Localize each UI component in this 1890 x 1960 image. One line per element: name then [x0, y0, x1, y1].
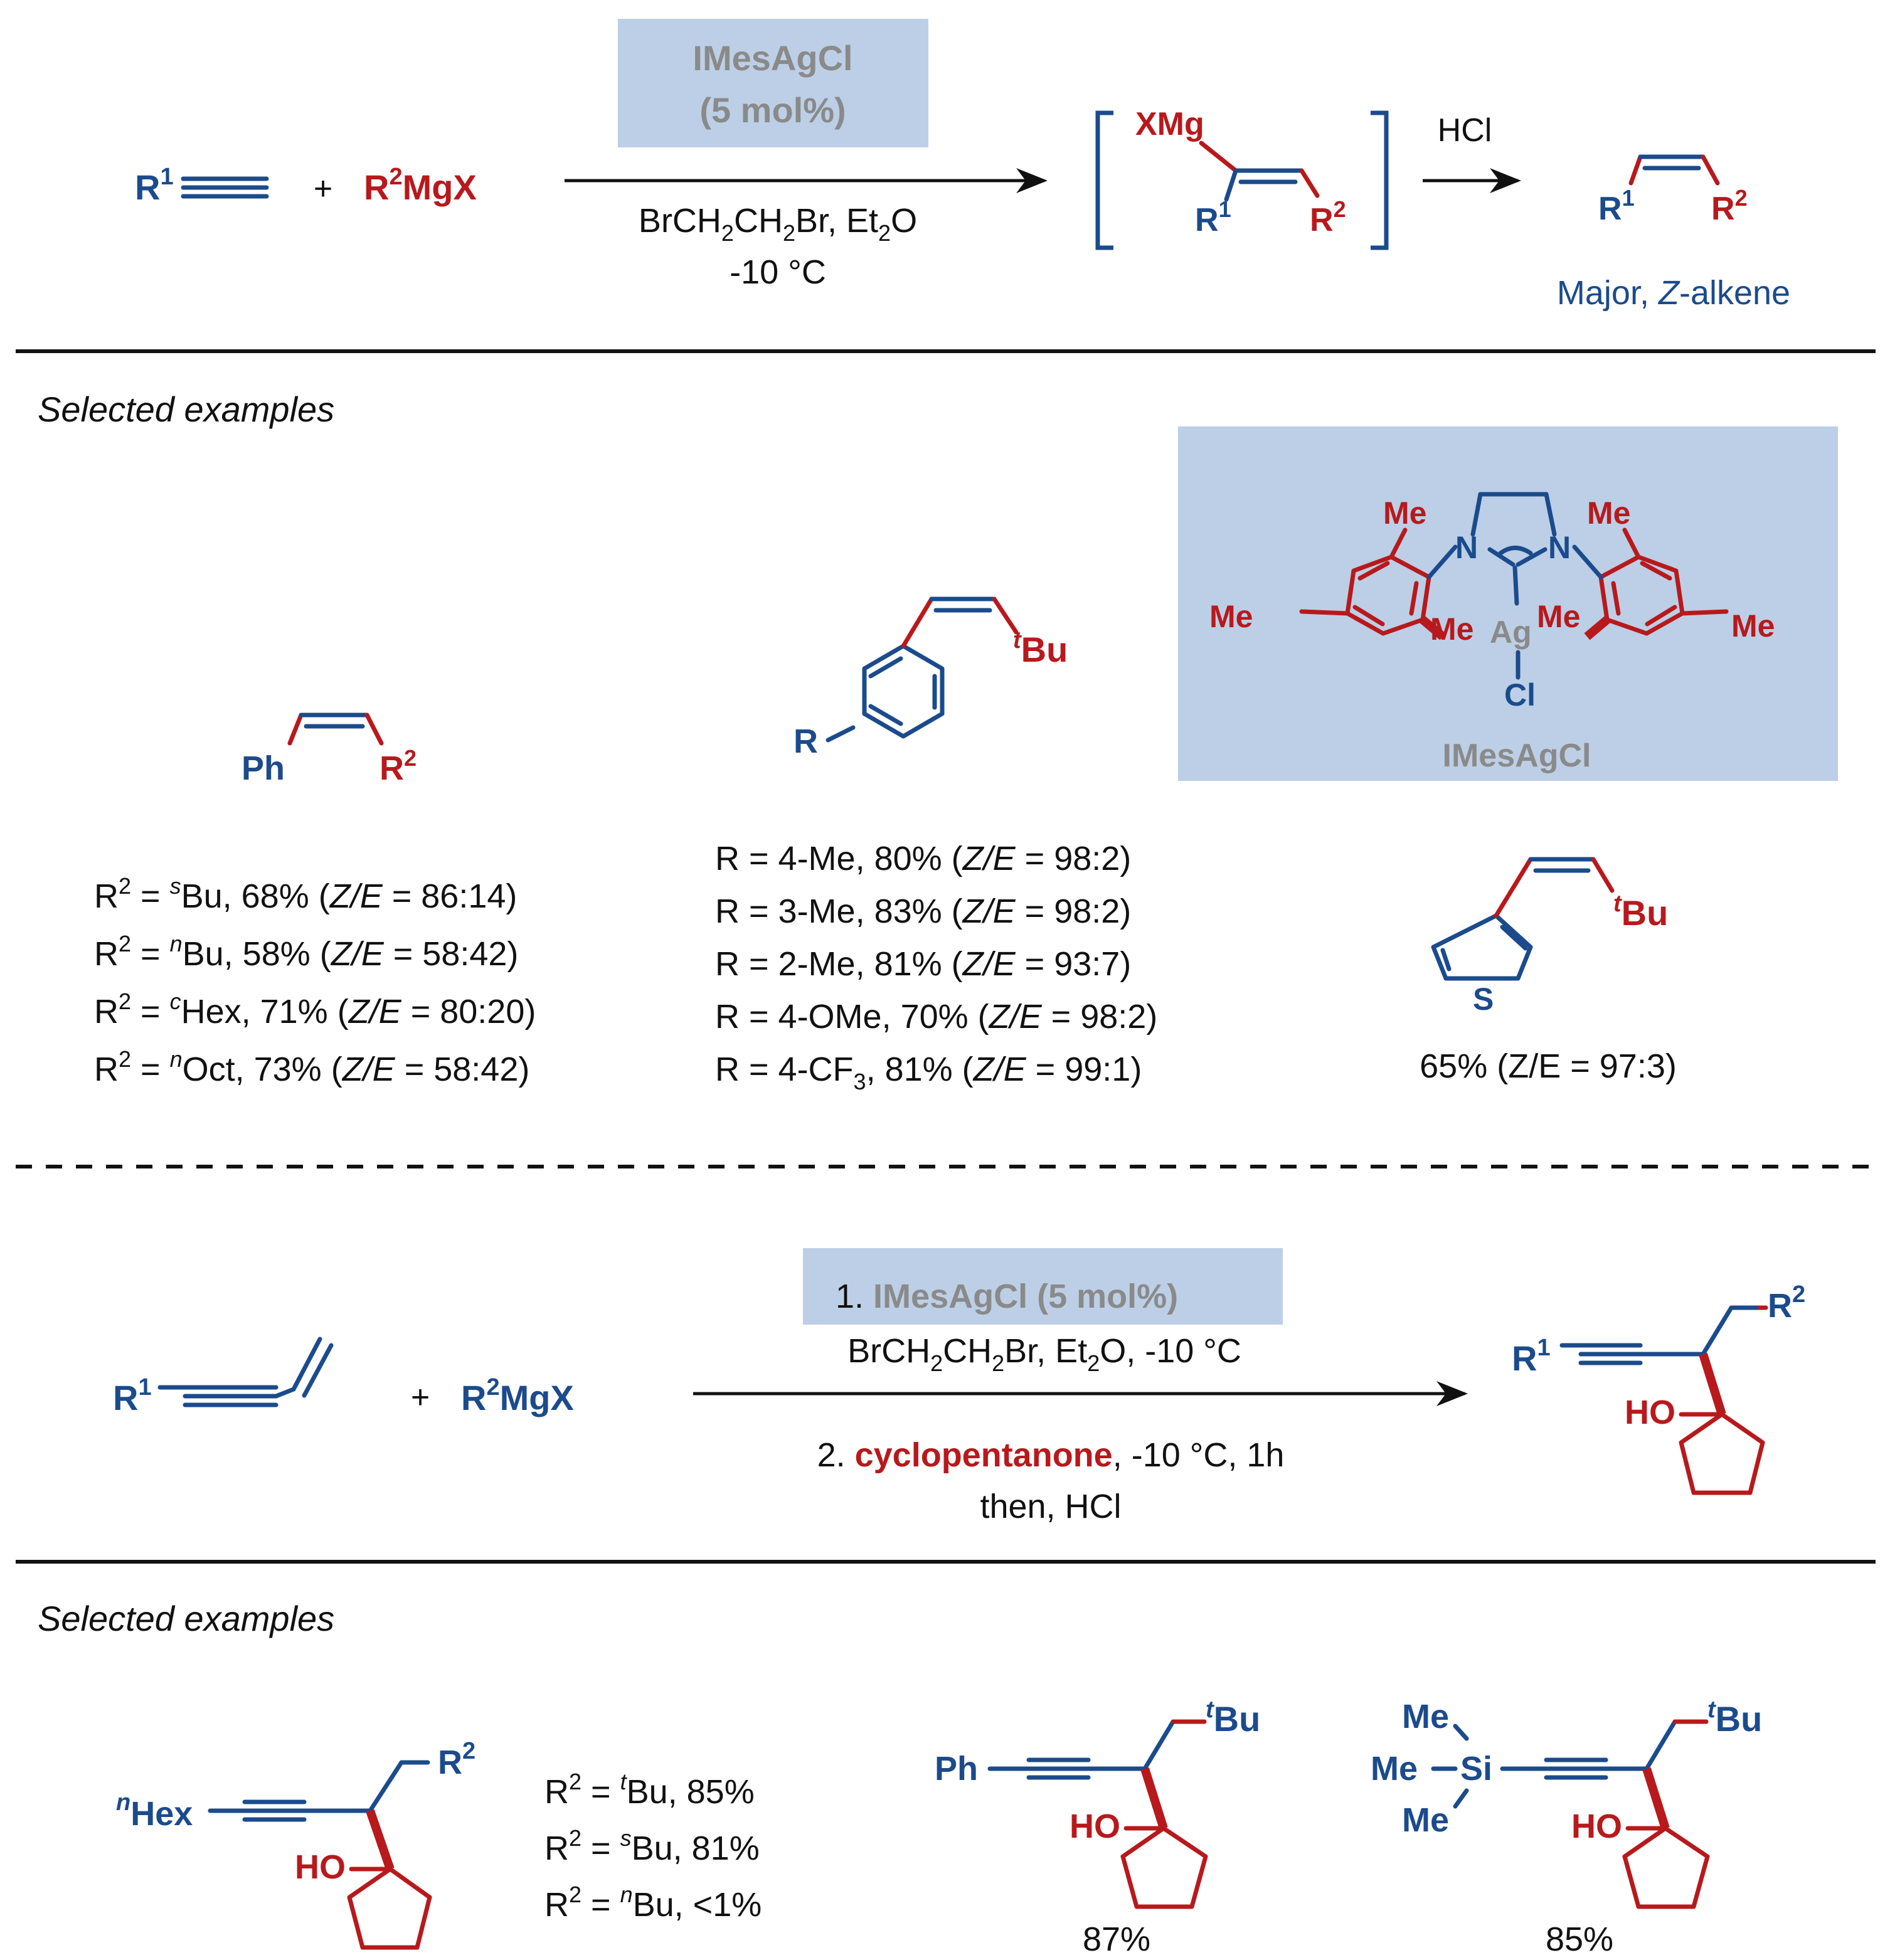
- section-2-heading: Selected examples: [38, 1599, 334, 1638]
- aryl-example-cf3: R = 4-CF3, 81% (Z/E = 99:1): [715, 1051, 1142, 1094]
- me-label-5: Me: [1537, 599, 1580, 634]
- aryl-examples-list: R = 4-Me, 80% (Z/E = 98:2) R = 3-Me, 83% …: [715, 840, 1157, 1036]
- ph2-tbu-label: tBu: [1206, 1697, 1260, 1739]
- catalyst-highlight-box: [618, 19, 928, 147]
- reaction-1: IMesAgCl (5 mol%) R1 + R2MgX BrCH2CH2Br,…: [135, 19, 1790, 312]
- step1-conditions: BrCH2CH2Br, Et2O, -10 °C: [847, 1332, 1241, 1376]
- prod2-r1-label: R1: [1512, 1335, 1551, 1378]
- prod2-ho-label: HO: [1625, 1394, 1675, 1431]
- thiophene-product: S tBu 65% (Z/E = 97:3): [1420, 857, 1677, 1085]
- tms-si-label: Si: [1460, 1750, 1492, 1788]
- n-label-right: N: [1548, 530, 1571, 565]
- plus-sign-2: +: [411, 1379, 430, 1416]
- hex-ho-label: HO: [295, 1848, 346, 1886]
- hex-example-line: R2 = tBu, 85%: [544, 1769, 755, 1811]
- enyne-substrate: R1: [113, 1337, 334, 1417]
- styrene-product: Ph R2: [242, 712, 417, 787]
- aryl-example-line: R = 2-Me, 81% (Z/E = 93:7): [715, 945, 1131, 983]
- step2-workup: then, HCl: [980, 1488, 1121, 1525]
- ph2-ho-label: HO: [1070, 1808, 1120, 1845]
- hexyl-product: nHex HO R2: [116, 1738, 475, 1950]
- catalyst-structure-name: IMesAgCl: [1443, 738, 1591, 774]
- plus-sign-1: +: [314, 171, 332, 207]
- aryl-example-line: R = 3-Me, 83% (Z/E = 98:2): [715, 893, 1131, 930]
- phenyl-alkyne-product: Ph HO tBu 87%: [935, 1697, 1260, 1958]
- catalyst-loading: (5 mol%): [699, 90, 846, 130]
- ph-example-line: R2 = sBu, 68% (Z/E = 86:14): [94, 873, 517, 915]
- hex-examples-list: R2 = tBu, 85% R2 = sBu, 81% R2 = nBu, <1%: [544, 1769, 762, 1924]
- n-label-left: N: [1455, 530, 1478, 565]
- xmg-label: XMg: [1135, 106, 1204, 142]
- tms-alkyne-product: Me Me Me Si HO tBu 85%: [1371, 1697, 1762, 1958]
- ph-examples-list: R2 = sBu, 68% (Z/E = 86:14) R2 = nBu, 58%…: [94, 873, 536, 1088]
- aryl-tbu-label: tBu: [1013, 627, 1068, 669]
- tms-me-top: Me: [1402, 1698, 1449, 1735]
- int-r2-label: R2: [1310, 196, 1346, 238]
- conditions-solvent: BrCH2CH2Br, Et2O: [639, 202, 917, 246]
- section-1-examples: Selected examples Ph R2 R2 = sBu, 68% (Z…: [38, 389, 1838, 1094]
- hcl-quench-label: HCl: [1438, 112, 1492, 149]
- terminal-alkyne: R1: [135, 164, 269, 207]
- imesagcl-structure: N N Ag Cl: [1209, 492, 1775, 774]
- hex-example-line: R2 = sBu, 81%: [544, 1825, 760, 1867]
- me-label-1: Me: [1383, 495, 1426, 531]
- catalyst-structure-box: [1178, 426, 1838, 781]
- prod2-r2-label: R2: [1768, 1281, 1805, 1325]
- grignard-reagent-2: R2MgX: [461, 1374, 574, 1417]
- aryl-example-line: R = 4-Me, 80% (Z/E = 98:2): [715, 840, 1131, 877]
- aryl-r-label: R: [794, 723, 818, 760]
- enyne-r1-label: R1: [113, 1374, 152, 1417]
- thiophene-yield: 65% (Z/E = 97:3): [1420, 1047, 1677, 1085]
- triple-bond: [181, 176, 269, 199]
- cl-label: Cl: [1504, 677, 1536, 712]
- thio-tbu-label: tBu: [1613, 891, 1668, 933]
- hex-example-line: R2 = nBu, <1%: [544, 1882, 762, 1924]
- step1-catalyst: 1. IMesAgCl (5 mol%): [836, 1278, 1178, 1315]
- catalyst-highlight-box-2: [803, 1248, 1283, 1325]
- me-label-2: Me: [1587, 495, 1630, 531]
- prod-r1-label: R1: [1598, 185, 1635, 227]
- reaction-2: 1. IMesAgCl (5 mol%) BrCH2CH2Br, Et2O, -…: [113, 1248, 1805, 1525]
- grignard-reagent-1: R2MgX: [364, 164, 477, 207]
- ph-r2-label: R2: [380, 745, 417, 787]
- prod-r2-label: R2: [1711, 185, 1748, 227]
- z-alkene-product: R1 R2: [1598, 154, 1748, 227]
- vinyl-grignard-intermediate: XMg R1 R2: [1095, 106, 1389, 250]
- tms-ho-label: HO: [1571, 1808, 1622, 1845]
- section-1-heading: Selected examples: [38, 389, 334, 429]
- aryl-product: R tBu: [794, 596, 1068, 760]
- ph-label: Ph: [242, 750, 285, 787]
- step2-conditions: 2. cyclopentanone, -10 °C, 1h: [817, 1436, 1285, 1474]
- ph2-yield: 87%: [1083, 1920, 1150, 1958]
- thiophene-s-label: S: [1473, 982, 1494, 1017]
- me-label-6: Me: [1731, 608, 1775, 644]
- tms-me-bottom: Me: [1402, 1801, 1449, 1839]
- ph2-label: Ph: [935, 1750, 978, 1788]
- int-r1-label: R1: [1195, 196, 1231, 238]
- tms-me-left: Me: [1371, 1750, 1418, 1788]
- conditions-temperature: -10 °C: [730, 253, 826, 291]
- section-2-examples: Selected examples nHex HO R2 R2 = tBu, 8…: [38, 1599, 1762, 1958]
- propargyl-alcohol-product: R1 HO R2: [1512, 1281, 1805, 1495]
- me-label-4: Me: [1430, 612, 1473, 647]
- hex-label: nHex: [116, 1789, 193, 1833]
- tms-yield: 85%: [1546, 1920, 1613, 1958]
- r1-label: R1: [135, 164, 174, 207]
- ph-example-line: R2 = nBu, 58% (Z/E = 58:42): [94, 931, 518, 973]
- ag-label: Ag: [1490, 615, 1532, 650]
- ph-example-line: R2 = nOct, 73% (Z/E = 58:42): [94, 1046, 529, 1088]
- tms-tbu-label: tBu: [1707, 1697, 1762, 1739]
- ph-example-line: R2 = cHex, 71% (Z/E = 80:20): [94, 988, 536, 1030]
- hex-r2-label: R2: [438, 1738, 475, 1781]
- aryl-example-line: R = 4-OMe, 70% (Z/E = 98:2): [715, 998, 1157, 1036]
- product-caption: Major, Z-alkene: [1557, 274, 1790, 312]
- catalyst-label: IMesAgCl: [693, 38, 852, 78]
- me-label-3: Me: [1209, 599, 1253, 634]
